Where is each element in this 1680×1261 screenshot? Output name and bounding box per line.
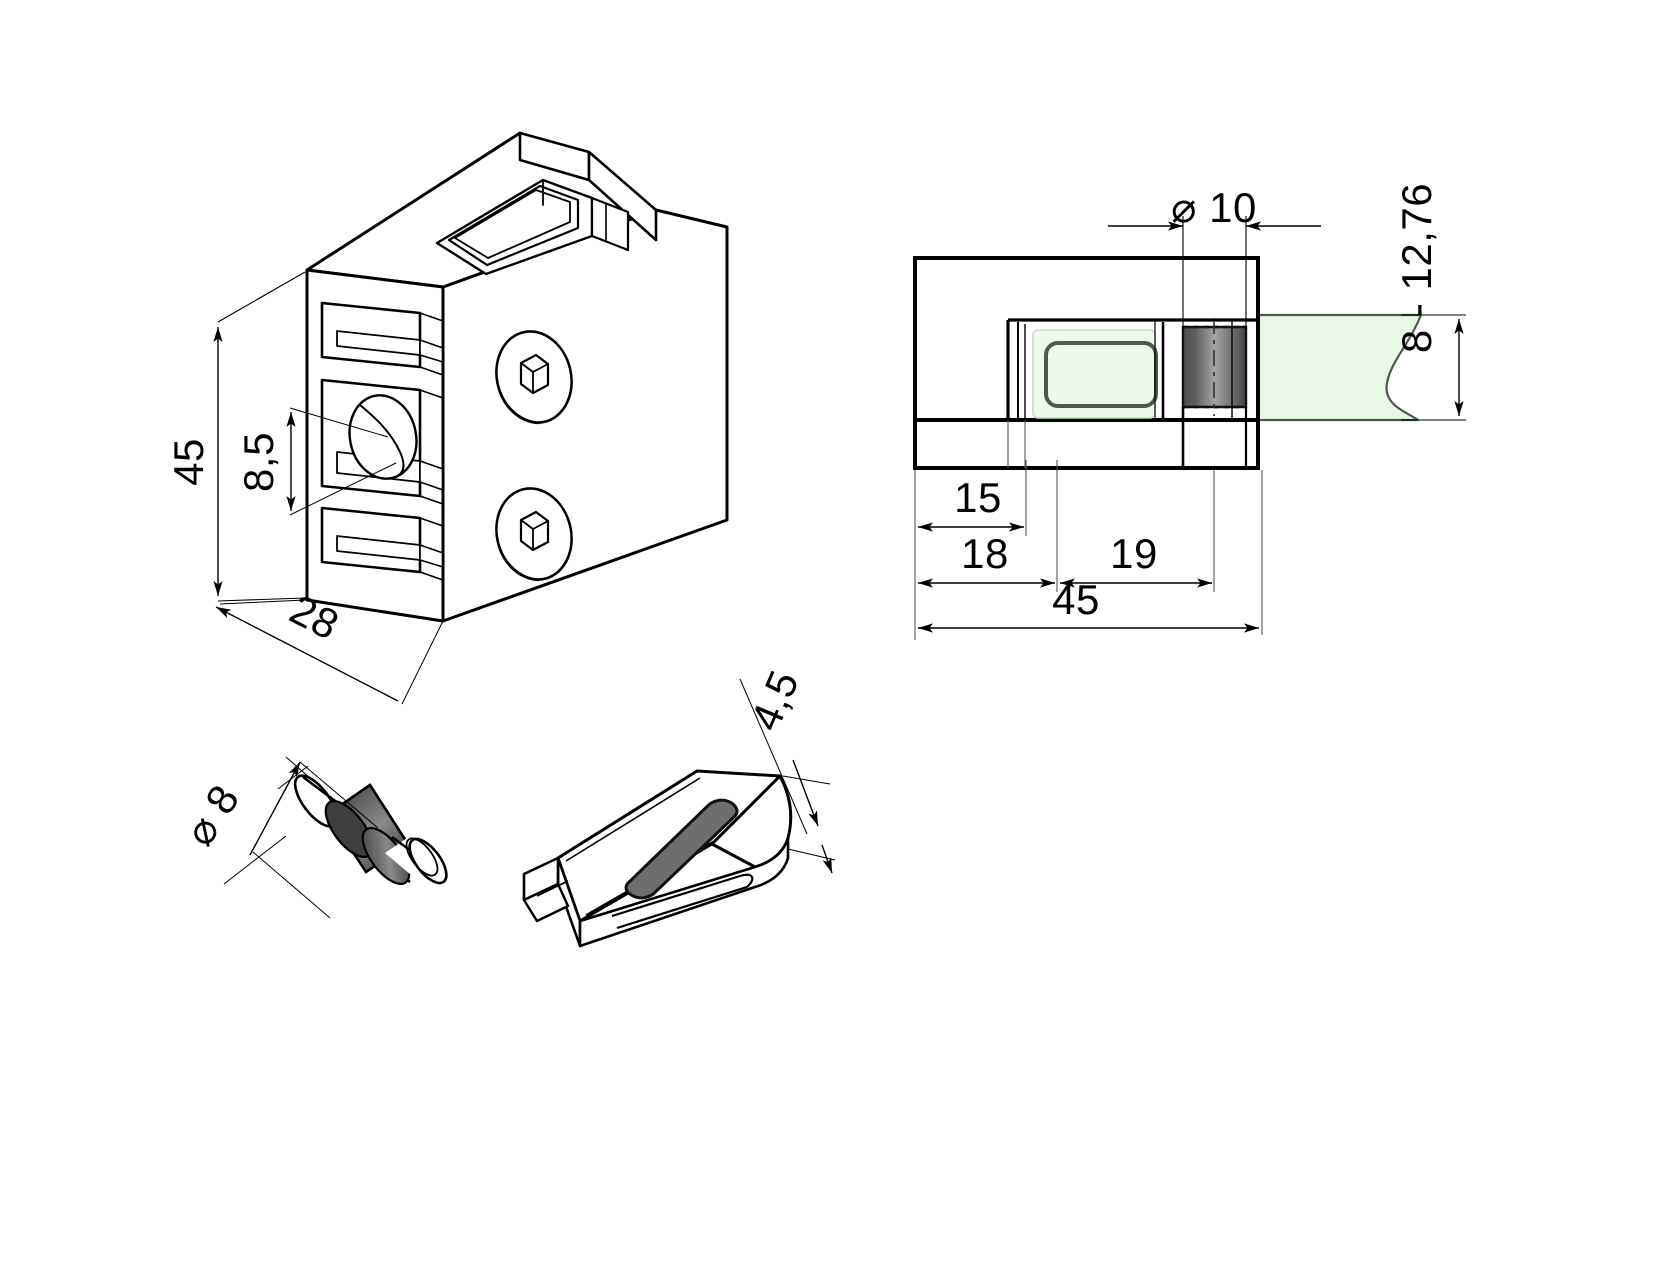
- pin-collar: [324, 783, 411, 885]
- dim-d8-label: ⌀ 8: [175, 776, 248, 853]
- gasket-rubber-pad: [624, 798, 739, 900]
- section-gasket: [1032, 329, 1158, 419]
- dim-45-section-label: 45: [1052, 576, 1100, 623]
- gasket-detail-view: 4,5: [522, 664, 836, 948]
- hex-screw-upper: [495, 330, 573, 425]
- isometric-view: [305, 131, 729, 623]
- clamp-front-slots: [320, 301, 444, 581]
- bore-hole: [348, 394, 418, 480]
- dim-glass-thickness-label: 8 - 12,76: [1393, 183, 1440, 353]
- dim-15-label: 15: [954, 474, 1002, 521]
- diameter-symbol-10: ⌀ 10: [1171, 184, 1257, 231]
- hex-screw-lower: [495, 487, 573, 582]
- pin-detail-view: ⌀ 8: [175, 756, 448, 919]
- section-internal-lines: [1007, 260, 1258, 468]
- clamp-upper-arm: [435, 131, 658, 276]
- dim-18-label: 18: [961, 530, 1009, 577]
- dim-45-label: 45: [165, 438, 212, 486]
- dim-85-label: 8,5: [235, 432, 282, 492]
- section-pin: [1181, 318, 1248, 416]
- pin-tip: [385, 836, 448, 886]
- dim-19-label: 19: [1110, 530, 1158, 577]
- dim-d10-label: ⌀ 10: [1171, 184, 1257, 231]
- section-view: [913, 256, 1423, 470]
- section-dimensions: ⌀ 10 8 - 12,76 15 18 19 45: [914, 183, 1466, 640]
- dim-45-thickness-label: 4,5: [741, 664, 808, 737]
